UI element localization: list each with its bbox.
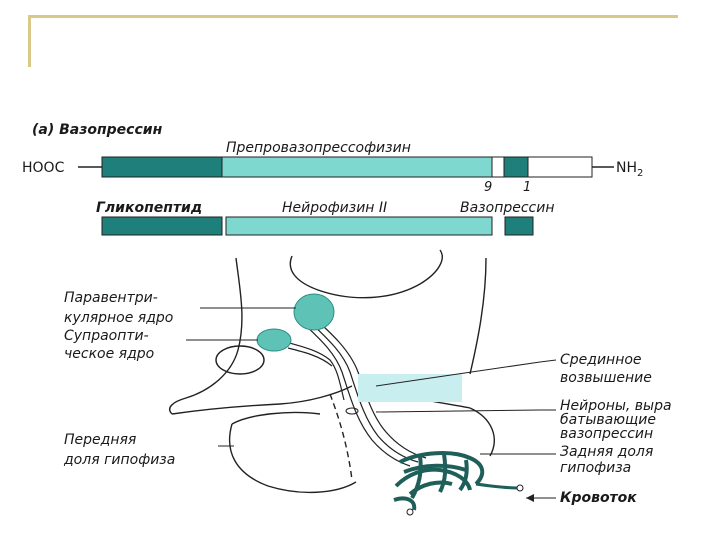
vessel-inlet bbox=[406, 508, 414, 516]
signal-region bbox=[527, 156, 593, 178]
spacer-region bbox=[491, 156, 505, 178]
marker-9: 9 bbox=[484, 180, 492, 195]
label-median-2: возвышение bbox=[560, 370, 652, 386]
neurophysin-label: Нейрофизин II bbox=[282, 200, 387, 216]
capillary-network bbox=[393, 451, 519, 511]
nh2-terminus-label: NH2 bbox=[616, 160, 643, 179]
precursor-label: Препровазопрессофизин bbox=[226, 140, 411, 156]
label-median-1: Срединное bbox=[560, 352, 642, 368]
label-blood-flow: Кровоток bbox=[560, 490, 637, 506]
frame-top-border bbox=[28, 15, 678, 18]
median-eminence-area bbox=[358, 374, 462, 402]
label-supraoptic-1: Супраопти- bbox=[64, 328, 149, 344]
label-posterior-1: Задняя доля bbox=[560, 444, 653, 460]
paraventricular-nucleus bbox=[293, 293, 335, 331]
label-anterior-2: доля гипофиза bbox=[63, 452, 175, 468]
label-paraventricular-2: кулярное ядро bbox=[64, 310, 173, 326]
glycopeptide-region bbox=[101, 156, 223, 178]
pointer-lines bbox=[186, 307, 557, 499]
panel-title: (a) Вазопрессин bbox=[32, 122, 163, 138]
marker-1: 1 bbox=[523, 180, 531, 195]
label-neurons-3: вазопрессин bbox=[560, 426, 653, 442]
frame-left-border bbox=[28, 15, 31, 67]
label-neurons-2: батывающие bbox=[560, 412, 656, 428]
vasopressin-region bbox=[503, 156, 529, 178]
blood-flow-arrow bbox=[526, 494, 534, 502]
supraoptic-nucleus bbox=[256, 328, 292, 352]
neurophysin-segment bbox=[225, 216, 493, 236]
vasopressin-label: Вазопрессин bbox=[460, 200, 555, 216]
label-posterior-2: гипофиза bbox=[560, 460, 631, 476]
label-supraoptic-2: ческое ядро bbox=[64, 346, 154, 362]
glycopeptide-label: Гликопептид bbox=[96, 200, 202, 216]
label-anterior-1: Передняя bbox=[64, 432, 136, 448]
vasopressin-segment bbox=[504, 216, 534, 236]
label-paraventricular-1: Паравентри- bbox=[64, 290, 158, 306]
vessel-outlet bbox=[516, 484, 524, 492]
neuron-crosspoint bbox=[345, 407, 359, 415]
neurophysin-region bbox=[221, 156, 493, 178]
cooh-terminus-label: HOOC bbox=[22, 160, 65, 176]
label-neurons-1: Нейроны, выра bbox=[560, 398, 672, 414]
glycopeptide-segment bbox=[101, 216, 223, 236]
